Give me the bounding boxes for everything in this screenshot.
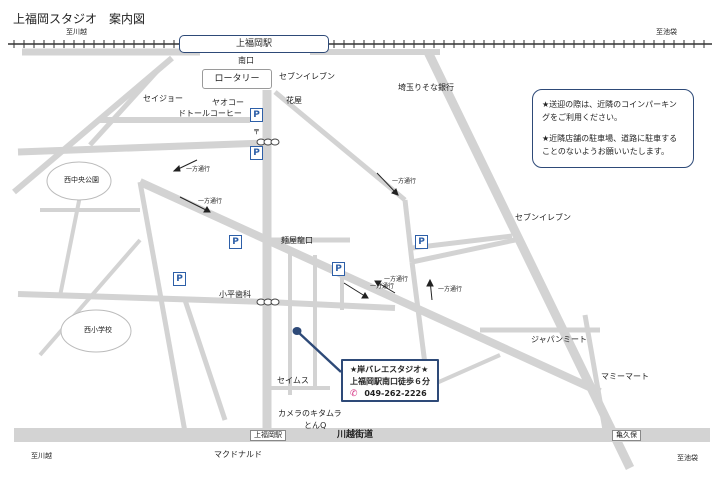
parking-label: P [335, 264, 342, 274]
parking-label: P [418, 237, 425, 247]
rotary-label: ロータリー [214, 74, 260, 84]
landmark-seven-eleven-1: セブンイレブン [279, 72, 335, 81]
one-way-arrow-5 [374, 280, 396, 294]
rail-direction-right: 至池袋 [656, 28, 677, 36]
landmark-saitama-resona: 埼玉りそな銀行 [398, 83, 454, 92]
landmark-doutor: ドトールコーヒー [178, 109, 242, 118]
crossing-marker-2 [256, 298, 280, 306]
parking-marker: P [332, 262, 345, 276]
parking-marker: P [250, 146, 263, 160]
railway [8, 40, 712, 48]
station-exit-label: 南口 [238, 56, 254, 65]
one-way-label-3: 一方通行 [392, 178, 417, 185]
landmark-tonq: とんQ [304, 421, 327, 430]
road-network [12, 48, 710, 470]
studio-access: 上福岡駅南口徒歩６分 [350, 377, 430, 386]
studio-info-box: ★岸バレエスタジオ★ 上福岡駅南口徒歩６分 ✆ 049-262-2226 [341, 359, 439, 402]
parking-marker: P [229, 235, 242, 249]
landmark-seimusu: セイムス [277, 376, 309, 385]
landmark-hanaya: 花屋 [286, 96, 302, 105]
parking-label: P [232, 237, 239, 247]
highway-station-label: 上福岡駅 [250, 430, 286, 441]
notice-line-2: ★近隣店舗の駐車場、道路に駐車することのないようお願いいたします。 [542, 134, 678, 156]
landmark-japan-meat: ジャパンミート [531, 335, 587, 344]
studio-location-marker [292, 327, 342, 373]
one-way-arrow-1 [172, 159, 198, 172]
post-office-mark: 〒 [253, 128, 260, 136]
phone-icon: ✆ [350, 389, 358, 399]
one-way-arrow-3 [376, 172, 399, 196]
parking-marker: P [173, 272, 186, 286]
highway-direction-left: 至川越 [31, 452, 52, 460]
one-way-arrow-4 [343, 282, 369, 299]
rotary-box: ロータリー [202, 69, 272, 89]
one-way-arrow-6 [426, 278, 434, 301]
map-title: 上福岡スタジオ 案内図 [13, 12, 146, 26]
parking-label: P [253, 110, 260, 120]
notice-box: ★送迎の際は、近隣のコインパーキングをご利用ください。 ★近隣店舗の駐車場、道路… [532, 89, 694, 168]
landmark-seijo: セイジョー [143, 94, 183, 103]
landmark-mammy-mart: マミーマート [601, 372, 649, 381]
landmark-mcdonalds: マクドナルド [214, 450, 262, 459]
notice-line-1: ★送迎の際は、近隣のコインパーキングをご利用ください。 [542, 100, 677, 122]
one-way-arrow-2 [179, 196, 211, 213]
landmark-menya-ryu: 麺屋龍口 [281, 236, 313, 245]
studio-phone-row: ✆ 049-262-2226 [350, 388, 437, 400]
highway-junction-label: 亀久保 [612, 430, 641, 441]
one-way-label-5: 一方通行 [384, 276, 409, 283]
parking-label: P [253, 148, 260, 158]
studio-phone: 049-262-2226 [364, 389, 427, 398]
station-name: 上福岡駅 [235, 39, 272, 49]
studio-name: ★岸バレエスタジオ★ [350, 365, 429, 374]
one-way-label-1: 一方通行 [186, 166, 211, 173]
highway-name: 川越街道 [337, 430, 374, 440]
one-way-label-6: 一方通行 [438, 286, 463, 293]
landmark-camera-kitamura: カメラのキタムラ [278, 409, 342, 418]
one-way-label-2: 一方通行 [198, 198, 223, 205]
station-box: 上福岡駅 [179, 35, 329, 53]
landmark-nishi-elementary: 西小学校 [84, 326, 112, 334]
school-nishi [60, 309, 132, 353]
one-way-label-4: 一方通行 [370, 283, 395, 290]
landmark-nishi-chuo-park: 西中央公園 [64, 176, 99, 184]
parking-label: P [176, 274, 183, 284]
crossing-marker-1 [256, 138, 280, 146]
landmark-seven-eleven-2: セブンイレブン [515, 213, 571, 222]
parking-marker: P [415, 235, 428, 249]
highway-direction-right: 至池袋 [677, 454, 698, 462]
park-nishi-chuo [46, 161, 112, 201]
landmark-yaoko: ヤオコー [212, 98, 244, 107]
parking-marker: P [250, 108, 263, 122]
rail-direction-left: 至川越 [66, 28, 87, 36]
landmark-kodaira-dental: 小平歯科 [219, 290, 251, 299]
